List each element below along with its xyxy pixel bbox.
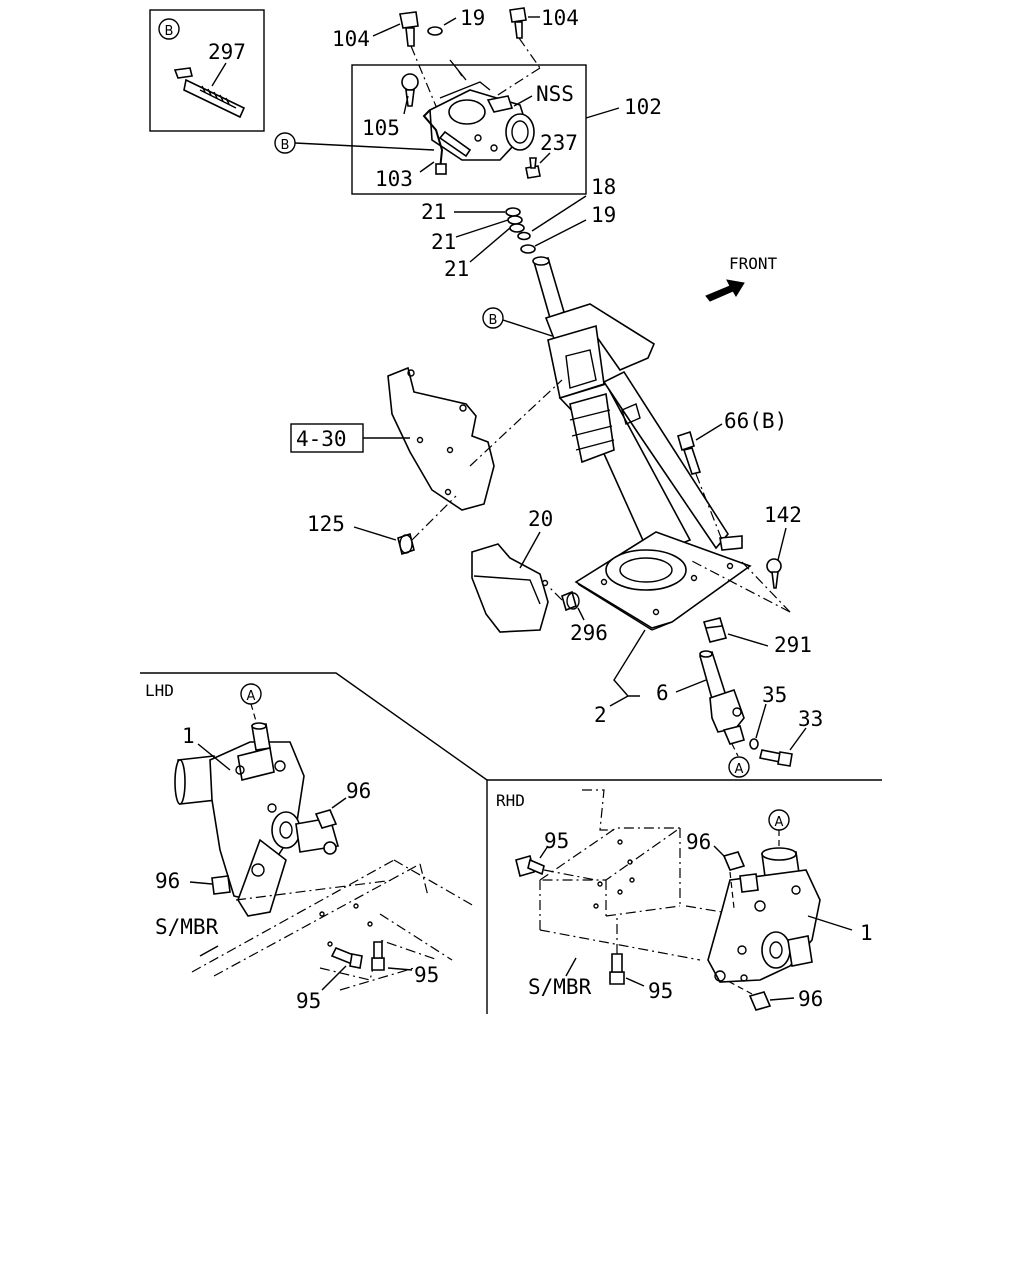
clip-142 xyxy=(689,558,791,613)
lhd-frame-smbr xyxy=(191,859,475,991)
lhd-bolt-95-vertical xyxy=(371,941,385,971)
rhd-a-letter: A xyxy=(775,815,784,830)
rhd-smbr: S/MBR xyxy=(528,975,592,999)
callout-21-c: 21 xyxy=(444,257,469,281)
callout-104-left: 104 xyxy=(332,27,370,51)
clip-291 xyxy=(702,617,728,643)
callout-nss: NSS xyxy=(536,82,574,106)
rhd-bolt-95-top xyxy=(515,855,597,881)
ring-19-top xyxy=(427,26,443,36)
lhd-nut-96-top xyxy=(314,809,338,829)
lhd-bolt-95-angled xyxy=(330,946,363,969)
rhd-bolt-95-bottom xyxy=(609,918,625,985)
lhd-steering-gearbox xyxy=(174,722,340,917)
screw-125 xyxy=(397,495,457,556)
rhd-frame-smbr xyxy=(538,789,723,961)
lhd-callout-95-bottom: 95 xyxy=(296,989,321,1013)
lhd-title: LHD xyxy=(145,681,174,700)
column-b-letter: B xyxy=(489,313,498,328)
callout-237: 237 xyxy=(540,131,578,155)
bolt-33 xyxy=(759,749,793,767)
harness-103 xyxy=(422,109,444,171)
callout-297: 297 xyxy=(208,40,246,64)
rhd-callout-95-bottom: 95 xyxy=(648,979,673,1003)
rhd-detail: RHD A S/MBR xyxy=(487,779,882,1011)
column-b-circle xyxy=(482,307,504,329)
bolt-104-right xyxy=(489,7,541,101)
callout-21-a: 21 xyxy=(421,200,446,224)
column-cover-4-30 xyxy=(387,366,563,511)
rhd-nut-96-top xyxy=(722,851,746,871)
rhd-nut-96-bottom xyxy=(748,991,772,1011)
rhd-title: RHD xyxy=(496,791,525,810)
rhd-callout-95-top: 95 xyxy=(544,829,569,853)
shaft-a-circle xyxy=(728,756,750,778)
inset-b-circle xyxy=(158,18,180,40)
washers-stack xyxy=(454,195,587,263)
screw-296 xyxy=(547,585,580,612)
callout-104-right: 104 xyxy=(541,6,579,30)
lhd-a-letter: A xyxy=(247,689,256,704)
callout-296: 296 xyxy=(570,621,608,645)
screw-105 xyxy=(401,73,419,107)
ref-b-letter: B xyxy=(281,138,290,153)
rhd-callout-96-bottom: 96 xyxy=(798,987,823,1011)
callout-2-leader xyxy=(613,629,646,697)
intermediate-shaft-6 xyxy=(699,650,745,757)
callout-142: 142 xyxy=(764,503,802,527)
callout-19-top: 19 xyxy=(460,6,485,30)
rhd-callout-1: 1 xyxy=(860,921,873,945)
lhd-callout-1: 1 xyxy=(182,724,195,748)
lhd-callout-95-right: 95 xyxy=(414,963,439,987)
inset-b-letter: B xyxy=(165,24,174,39)
callout-6: 6 xyxy=(656,681,669,705)
lhd-detail: LHD A 1 96 96 xyxy=(140,672,488,1014)
steering-lock-body xyxy=(429,59,535,161)
front-arrow-icon xyxy=(705,279,745,302)
shaft-a-letter: A xyxy=(735,762,744,777)
ring-19-mid xyxy=(520,244,536,254)
callout-35: 35 xyxy=(762,683,787,707)
callout-102: 102 xyxy=(624,95,662,119)
screw-237 xyxy=(525,157,541,179)
callout-18: 18 xyxy=(591,175,616,199)
callout-66b: 66(B) xyxy=(724,409,787,433)
lhd-callout-96-left: 96 xyxy=(155,869,180,893)
callout-20: 20 xyxy=(528,507,553,531)
front-label: FRONT xyxy=(729,254,778,273)
nut-35 xyxy=(749,738,759,750)
lhd-smbr: S/MBR xyxy=(155,915,219,939)
callout-19-mid: 19 xyxy=(591,203,616,227)
callout-105: 105 xyxy=(362,116,400,140)
callout-21-b: 21 xyxy=(431,230,456,254)
callout-103: 103 xyxy=(375,167,413,191)
lock-assembly-box: 102 104 19 104 xyxy=(274,6,662,195)
rhd-callout-96-top: 96 xyxy=(686,830,711,854)
bolt-66b xyxy=(677,430,723,541)
callout-2: 2 xyxy=(594,703,607,727)
rhd-steering-gearbox xyxy=(707,847,821,983)
lhd-nut-96-left xyxy=(211,875,231,895)
callout-125: 125 xyxy=(307,512,345,536)
washer-18 xyxy=(517,231,531,241)
lower-cover-20 xyxy=(471,543,549,633)
callout-33: 33 xyxy=(798,707,823,731)
callout-4-30: 4-30 xyxy=(296,427,347,451)
lhd-callout-96-top: 96 xyxy=(346,779,371,803)
cable-tie-297 xyxy=(173,67,246,119)
callout-291: 291 xyxy=(774,633,812,657)
inset-b-box: B 297 xyxy=(149,9,265,132)
